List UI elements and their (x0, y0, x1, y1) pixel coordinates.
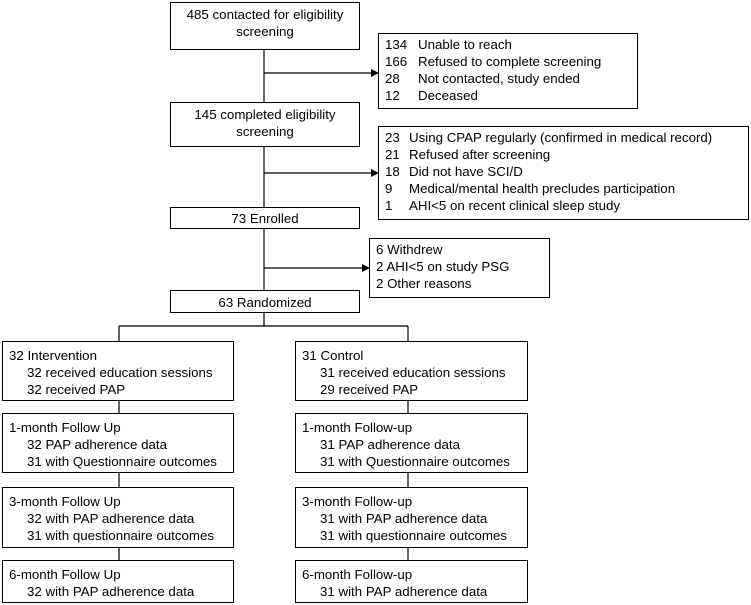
enrolled-text: 73 Enrolled (231, 211, 299, 226)
followup-item: 31 with Questionnaire outcomes (320, 454, 510, 469)
followup-item: 31 with questionnaire outcomes (320, 528, 508, 543)
randomized-box: 63 Randomized (170, 290, 360, 313)
followup-item: 32 with PAP adherence data (27, 511, 195, 526)
followup-item: 32 with PAP adherence data (27, 584, 195, 599)
followup-item: 31 with questionnaire outcomes (27, 528, 215, 543)
followup-item: 31 with PAP adherence data (320, 511, 488, 526)
control-allocation-box: 31 Control 31 received education session… (295, 341, 528, 401)
arm-item: 29 received PAP (320, 382, 419, 397)
followup-item: 31 with Questionnaire outcomes (27, 454, 217, 469)
exclusion-line: 6 Withdrew (376, 242, 443, 257)
exclusion-line: 2 Other reasons (376, 276, 472, 291)
followup-item: 32 PAP adherence data (27, 437, 167, 452)
enrolled-box: 73 Enrolled (170, 207, 360, 229)
followup-item: 31 with PAP adherence data (320, 584, 488, 599)
contacted-box: 485 contacted for eligibility screening (170, 2, 360, 50)
followup-item: 31 PAP adherence data (320, 437, 460, 452)
arm-item: 32 received PAP (27, 382, 126, 397)
control-month1-box: 1-month Follow-up 31 PAP adherence data … (295, 413, 528, 473)
followup-title: 3-month Follow-up (302, 494, 413, 509)
completed-text: 145 completed eligibility screening (194, 107, 336, 139)
contacted-text: 485 contacted for eligibility screening (186, 7, 344, 39)
randomized-text: 63 Randomized (218, 295, 312, 310)
control-month6-box: 6-month Follow-up 31 with PAP adherence … (295, 560, 528, 603)
intervention-allocation-box: 32 Intervention 32 received education se… (2, 341, 234, 401)
arm-title: 31 Control (302, 348, 364, 363)
followup-title: 3-month Follow Up (9, 494, 121, 509)
completed-box: 145 completed eligibility screening (170, 102, 360, 147)
intervention-month6-box: 6-month Follow Up 32 with PAP adherence … (2, 560, 234, 603)
arm-item: 32 received education sessions (27, 365, 213, 380)
enrollment-exclusions-box: 6 Withdrew 2 AHI<5 on study PSG 2 Other … (369, 238, 550, 298)
intervention-month3-box: 3-month Follow Up 32 with PAP adherence … (2, 487, 234, 548)
followup-title: 1-month Follow-up (302, 420, 413, 435)
control-month3-box: 3-month Follow-up 31 with PAP adherence … (295, 487, 528, 548)
intervention-month1-box: 1-month Follow Up 32 PAP adherence data … (2, 413, 234, 473)
followup-title: 6-month Follow-up (302, 567, 413, 582)
arm-title: 32 Intervention (9, 348, 97, 363)
followup-title: 6-month Follow Up (9, 567, 121, 582)
arm-item: 31 received education sessions (320, 365, 506, 380)
exclusion-line: 2 AHI<5 on study PSG (376, 259, 510, 274)
followup-title: 1-month Follow Up (9, 420, 121, 435)
